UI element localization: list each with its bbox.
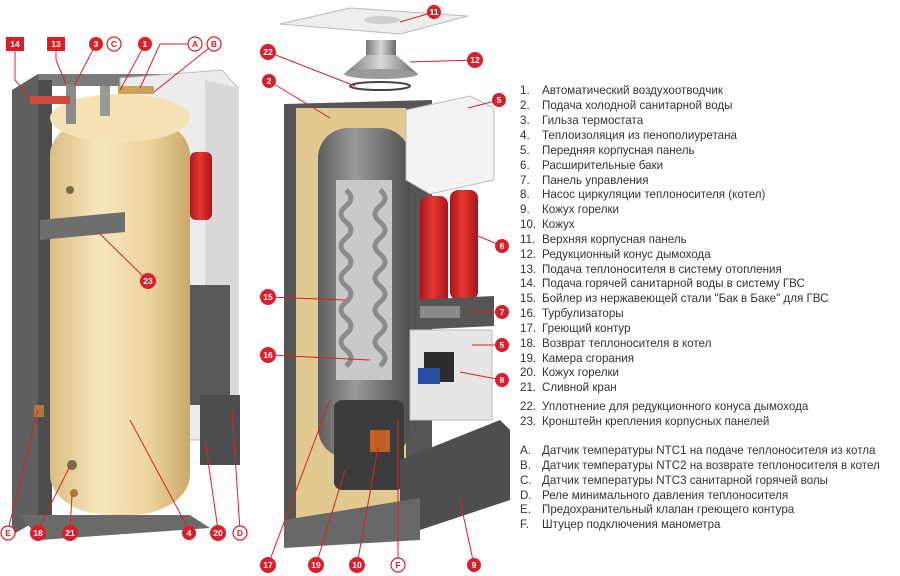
callout-7: 7 xyxy=(495,305,509,319)
callout-4: 4 xyxy=(182,526,196,540)
svg-text:12: 12 xyxy=(470,55,480,65)
legend-item-1: 1.Автоматический воздухоотводчик xyxy=(520,84,723,97)
callout-E: E xyxy=(0,525,16,541)
svg-text:23: 23 xyxy=(143,276,153,286)
legend-item-19: 19.Камера сгорания xyxy=(520,352,635,365)
legend-item-8: 8.Насос циркуляции теплоносителя (котел) xyxy=(520,188,766,201)
legend-item-C: C.Датчик температуры NTC3 санитарной гор… xyxy=(520,474,829,487)
svg-text:15: 15 xyxy=(263,292,273,302)
callout-23: 23 xyxy=(140,273,156,289)
legend-item-D: D.Реле минимального давления теплоносите… xyxy=(520,489,789,502)
callout-10: 10 xyxy=(349,557,365,573)
legend-item-3: 3.Гильза термостата xyxy=(520,114,644,127)
svg-text:1: 1 xyxy=(143,39,148,49)
svg-text:F: F xyxy=(395,560,400,570)
svg-text:19: 19 xyxy=(311,560,321,570)
svg-text:11: 11 xyxy=(430,7,439,17)
svg-text:13: 13 xyxy=(51,39,61,49)
callout-17: 17 xyxy=(260,557,276,573)
legend-item-B: B.Датчик температуры NTC2 на возврате те… xyxy=(520,459,880,472)
legend-item-16: 16.Турбулизаторы xyxy=(520,307,624,320)
callout-A: A xyxy=(187,36,203,52)
legend-item-23: 23.Кронштейн крепления корпусных панелей xyxy=(520,415,770,428)
callout-8: 8 xyxy=(495,373,509,387)
legend-item-20: 20.Кожух горелки xyxy=(520,366,620,379)
svg-text:C: C xyxy=(111,39,117,49)
callout-1: 1 xyxy=(138,37,152,51)
callout-21: 21 xyxy=(62,525,78,541)
legend-item-2: 2.Подача холодной санитарной воды xyxy=(520,99,733,112)
svg-text:17: 17 xyxy=(263,560,273,570)
callouts-right: 11 22 12 2 5 6 15 7 xyxy=(260,5,509,573)
leader-lines xyxy=(7,11,503,566)
callout-22: 22 xyxy=(260,44,276,60)
callout-5-top: 5 xyxy=(492,93,506,107)
legend-item-15: 15.Бойлер из нержавеющей стали "Бак в Ба… xyxy=(520,292,829,305)
legend-item-A: A.Датчик температуры NTC1 на подаче тепл… xyxy=(520,444,876,457)
callout-13: 13 xyxy=(47,37,65,51)
callout-16: 16 xyxy=(260,347,276,363)
callout-18: 18 xyxy=(30,525,46,541)
callouts-left: 14 13 3 C 1 A B 23 xyxy=(0,36,248,541)
svg-text:E: E xyxy=(5,528,11,538)
svg-text:18: 18 xyxy=(33,528,43,538)
callout-3: 3 xyxy=(89,37,103,51)
callout-C: C xyxy=(106,36,122,52)
callout-D: D xyxy=(232,525,248,541)
legend-item-18: 18.Возврат теплоносителя в котел xyxy=(520,337,712,350)
legend-item-14: 14.Подача горячей санитарной воды в сист… xyxy=(520,277,805,290)
svg-text:4: 4 xyxy=(187,528,192,538)
svg-text:B: B xyxy=(211,39,217,49)
right-boiler xyxy=(279,7,510,548)
svg-text:20: 20 xyxy=(213,528,223,538)
callout-5-bottom: 5 xyxy=(495,338,509,352)
legend-item-22: 22.Уплотнение для редукционного конуса д… xyxy=(520,400,809,413)
callout-F: F xyxy=(390,557,406,573)
callout-2: 2 xyxy=(262,74,276,88)
legend-item-5: 5.Передняя корпусная панель xyxy=(520,144,695,157)
svg-text:16: 16 xyxy=(263,350,273,360)
callout-12: 12 xyxy=(467,52,483,68)
legend-item-10: 10.Кожух xyxy=(520,218,575,231)
svg-text:10: 10 xyxy=(352,560,362,570)
legend-item-11: 11.Верхняя корпусная панель xyxy=(520,233,687,246)
callout-20: 20 xyxy=(210,525,226,541)
svg-text:21: 21 xyxy=(65,528,75,538)
svg-text:6: 6 xyxy=(500,241,505,251)
legend-item-17: 17.Греющий контур xyxy=(520,322,631,335)
svg-text:7: 7 xyxy=(500,307,505,317)
svg-text:22: 22 xyxy=(263,47,273,57)
svg-text:14: 14 xyxy=(10,39,20,49)
callout-B: B xyxy=(206,36,222,52)
callout-9: 9 xyxy=(467,558,481,572)
legend-item-7: 7.Панель управления xyxy=(520,174,649,187)
svg-text:A: A xyxy=(192,39,198,49)
left-boiler xyxy=(12,69,240,540)
svg-text:9: 9 xyxy=(472,560,477,570)
legend-item-12: 12.Редукционный конус дымохода xyxy=(520,248,711,261)
legend-item-4: 4.Теплоизоляция из пенополиуретана xyxy=(520,129,737,142)
svg-text:D: D xyxy=(237,528,243,538)
callout-6: 6 xyxy=(495,239,509,253)
svg-text:5: 5 xyxy=(500,340,505,350)
callout-19: 19 xyxy=(308,557,324,573)
callout-15: 15 xyxy=(260,289,276,305)
svg-text:2: 2 xyxy=(267,76,272,86)
callout-11: 11 xyxy=(427,5,441,19)
legend-item-F: F.Штуцер подключения манометра xyxy=(520,518,721,531)
legend-item-9: 9.Кожух горелки xyxy=(520,203,620,216)
legend-item-6: 6.Расширительные баки xyxy=(520,159,664,172)
legend-item-13: 13.Подача теплоносителя в систему отопле… xyxy=(520,263,782,276)
svg-text:3: 3 xyxy=(94,39,99,49)
legend-item-E: E.Предохранительный клапан греющего конт… xyxy=(520,503,795,516)
legend-item-21: 21.Сливной кран xyxy=(520,381,617,394)
callout-14: 14 xyxy=(6,37,24,51)
svg-text:5: 5 xyxy=(497,95,502,105)
svg-text:8: 8 xyxy=(500,375,505,385)
